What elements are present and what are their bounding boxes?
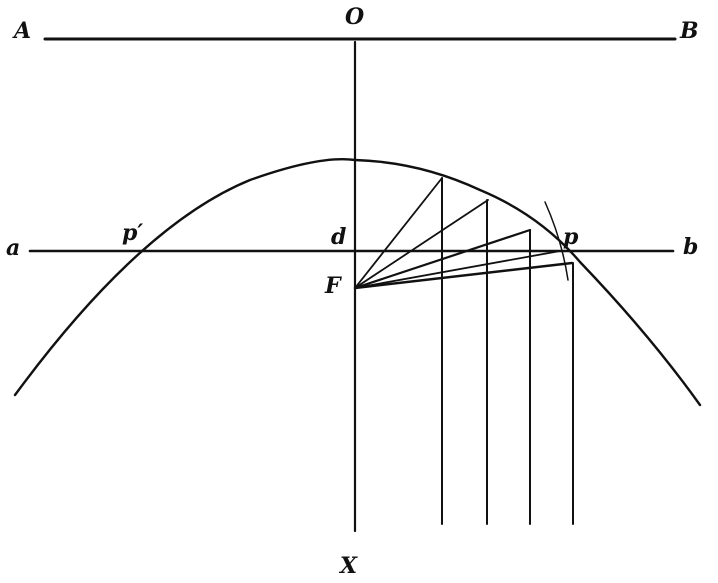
label-O: O [345,4,365,30]
radius-line-2 [354,199,489,289]
label-A: A [14,18,32,44]
parabola-curve [13,157,702,407]
label-F: F [325,273,341,299]
label-b: b [683,234,699,260]
radius-line-p [354,250,561,289]
radius-line-4 [353,261,574,290]
label-a: a [6,235,21,261]
compass-arc-mark [544,201,569,281]
label-X: X [340,553,358,579]
radius-line-1 [354,177,443,289]
label-d: d [331,224,347,250]
label-p-prime: p′ [122,220,144,246]
label-p: p [563,224,579,250]
label-B: B [680,18,699,44]
